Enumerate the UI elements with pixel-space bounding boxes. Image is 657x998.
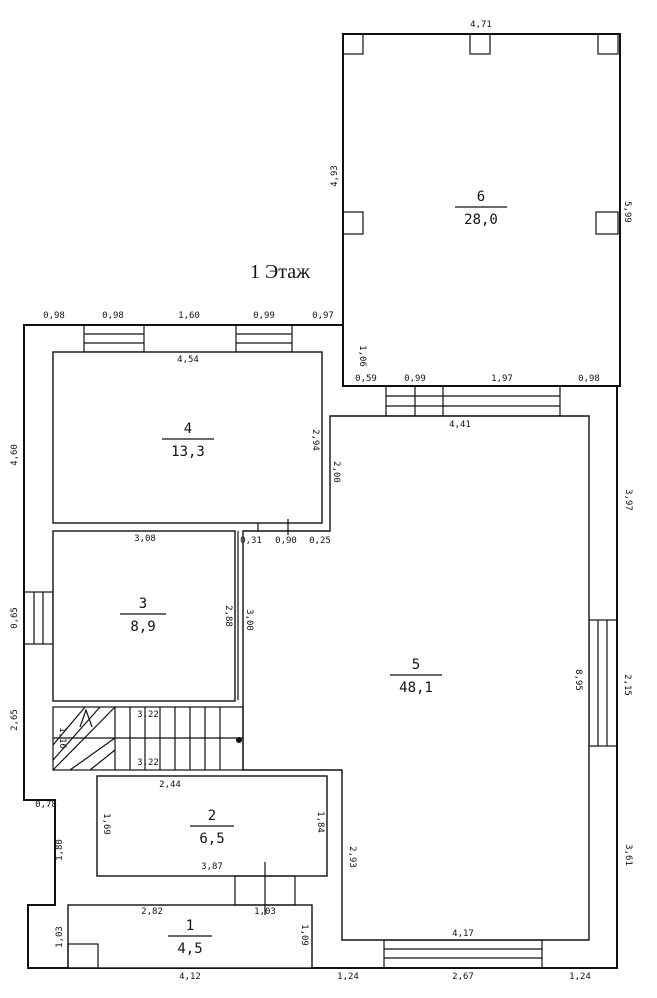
dim-left-b: 0,65 (10, 607, 20, 629)
room-5-area: 48,1 (399, 680, 433, 696)
dim-r5-top: 4,41 (449, 420, 471, 430)
dim-r3-right-b: 3,00 (244, 609, 254, 631)
dim-left-d: 1,80 (55, 839, 65, 861)
room-3-area: 8,9 (130, 619, 155, 635)
dim-r5-bottom: 4,17 (452, 929, 474, 939)
staircase (52, 706, 244, 771)
dim-seg-a: 0,31 (240, 536, 262, 546)
door-4-5 (237, 519, 289, 700)
dim-r6-right: 5,99 (622, 201, 632, 223)
dim-r4-top: 4,54 (177, 355, 199, 365)
top-windows (83, 324, 293, 353)
bottom-window (383, 939, 543, 969)
room-3-number: 3 (139, 596, 147, 612)
room-4-label: 4 13,3 (162, 421, 214, 460)
dim-r2-left: 1,69 (101, 813, 111, 835)
dim-r6-top: 4,71 (470, 20, 492, 30)
dim-r1-top: 2,82 (141, 907, 163, 917)
doorway-2-1 (234, 862, 296, 915)
dim-left-c: 2,65 (10, 709, 20, 731)
dim-bottom-b: 1,24 (337, 972, 359, 982)
dim-r5-right-d: 3,61 (623, 844, 633, 866)
dim-r6-left: 4,93 (330, 165, 340, 187)
dim-r5-left-a: 2,00 (331, 461, 341, 483)
room-4-number: 4 (184, 421, 192, 437)
dim-top-d: 0,99 (253, 311, 275, 321)
dim-r5-lower-left: 2,93 (347, 846, 357, 868)
dim-r1-left: 1,03 (55, 926, 65, 948)
dim-stair-top: 3,22 (137, 710, 159, 720)
dim-r2-right: 1,84 (315, 811, 325, 833)
room-4 (52, 351, 323, 524)
room-2-label: 2 6,5 (190, 808, 234, 847)
dim-bottom-c: 2,67 (452, 972, 474, 982)
dim-r1-door: 1,03 (254, 907, 276, 917)
dim-top-a: 0,98 (43, 311, 65, 321)
dim-mid-a: 0,59 (355, 374, 377, 384)
room-6-walls (342, 33, 621, 387)
room-5 (242, 415, 590, 941)
dim-r1-right: 1,09 (299, 924, 309, 946)
dim-bottom-d: 1,24 (569, 972, 591, 982)
room-5-number: 5 (412, 657, 420, 673)
dim-r2-top: 2,44 (159, 780, 181, 790)
right-window (588, 619, 618, 747)
dim-bottom-a: 4,12 (179, 972, 201, 982)
room-2 (96, 775, 328, 877)
dim-seg-b: 0,90 (275, 536, 297, 546)
dim-mid-b: 0,99 (404, 374, 426, 384)
room-1-area: 4,5 (177, 941, 202, 957)
room-1-label: 1 4,5 (168, 918, 212, 957)
room-2-area: 6,5 (199, 831, 224, 847)
room-6-area: 28,0 (464, 212, 498, 228)
room-6-number: 6 (477, 189, 485, 205)
dimension-labels: 4,71 0,98 0,98 1,60 0,99 0,97 4,54 0,59 … (35, 20, 600, 982)
vertical-dimension-labels: 4,93 5,99 1,06 2,94 2,00 3,97 4,60 0,65 … (10, 165, 633, 948)
dim-r5-right-c: 2,15 (622, 674, 632, 696)
dim-top-e: 0,97 (312, 311, 334, 321)
dim-top-c: 1,60 (178, 311, 200, 321)
dim-top-b: 0,98 (102, 311, 124, 321)
dim-stair-left: 1,16 (57, 727, 67, 749)
dim-mid-d: 0,98 (578, 374, 600, 384)
room-1-number: 1 (186, 918, 194, 934)
dim-r4-right: 2,94 (310, 429, 320, 451)
room-4-area: 13,3 (171, 444, 205, 460)
dim-r3-right-a: 2,88 (223, 605, 233, 627)
floor-title: 1 Этаж (250, 261, 310, 283)
dim-mid-c: 1,97 (491, 374, 513, 384)
room-3 (52, 530, 236, 702)
dim-stair-bottom: 3,22 (137, 758, 159, 768)
dim-notch: 1,06 (357, 345, 367, 367)
dim-left-a: 4,60 (10, 444, 20, 466)
dim-r2-bottom: 3,87 (201, 862, 223, 872)
room-3-label: 3 8,9 (120, 596, 166, 635)
room-1-corner (67, 943, 99, 969)
dim-seg-c: 0,25 (309, 536, 331, 546)
dim-corner: 0,78 (35, 800, 57, 810)
room-5-label: 5 48,1 (390, 657, 442, 696)
room-2-number: 2 (208, 808, 216, 824)
dim-r3-top: 3,08 (134, 534, 156, 544)
dim-r5-right-a: 3,97 (623, 489, 633, 511)
room-6-label: 6 28,0 (455, 189, 507, 228)
left-window (23, 591, 54, 645)
dim-r5-right-b: 8,95 (573, 669, 583, 691)
